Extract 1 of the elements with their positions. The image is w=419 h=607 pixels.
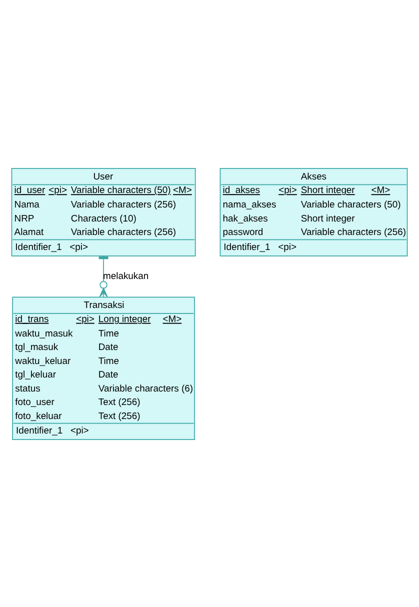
connector: [98, 255, 108, 297]
